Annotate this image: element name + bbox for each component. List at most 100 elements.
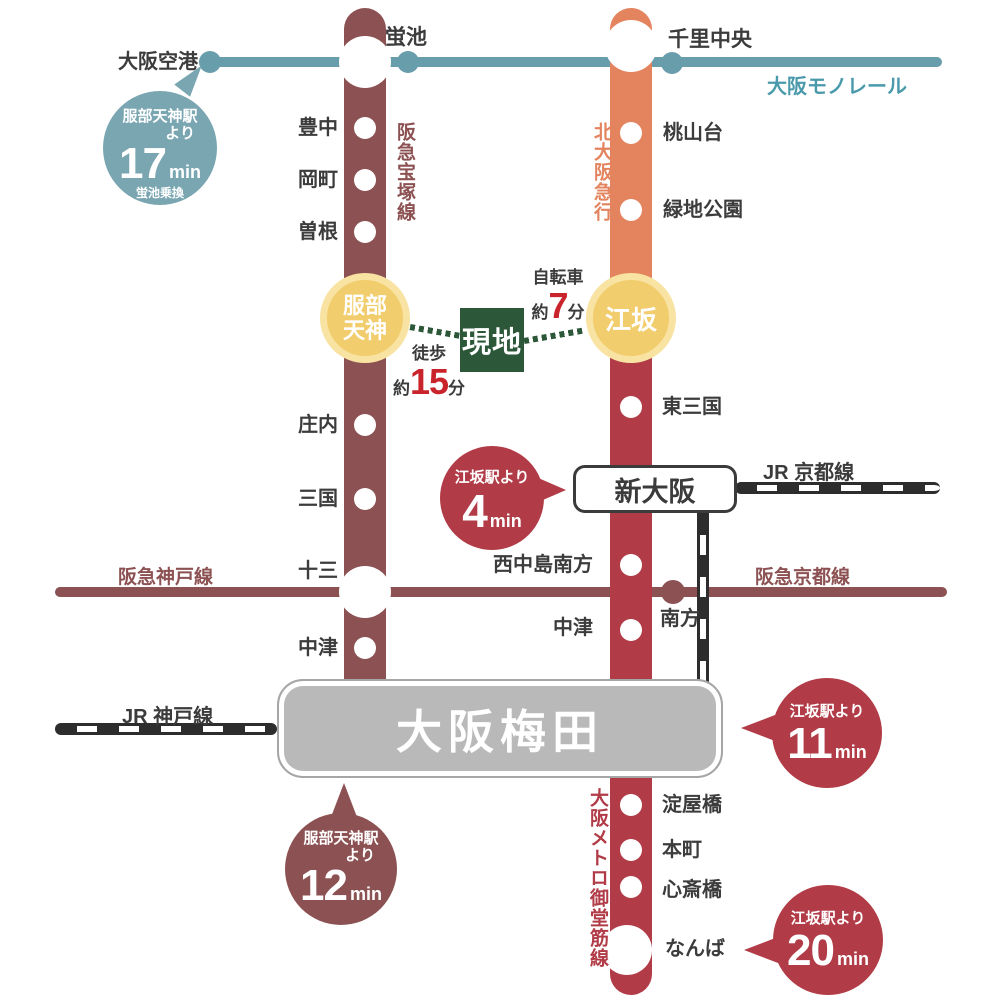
label-toyonaka: 豊中: [298, 117, 338, 139]
label-momoyamadai: 桃山台: [663, 122, 723, 144]
label-ryokuchikoen: 緑地公園: [663, 199, 743, 221]
bubble-17min-unit: min: [168, 162, 201, 182]
label-nishinakajima: 西中島南方: [493, 554, 593, 576]
label-shinsaibashi: 心斎橋: [662, 879, 722, 901]
station-dot-yodoyabashi: [620, 794, 642, 816]
bubble-12min-unit: min: [349, 884, 382, 904]
label-monorail-line: 大阪モノレール: [767, 76, 907, 98]
station-dot-hotarugaike-monorail: [397, 51, 419, 73]
hattori-line2: 天神: [342, 318, 387, 343]
walk-unit: 分: [448, 379, 466, 398]
site-label: 現地: [461, 327, 522, 359]
bubble-11min-value: 11: [787, 719, 833, 768]
monorail-line: [210, 57, 942, 67]
bubble-12min-pointer: [331, 783, 357, 817]
station-dot-shinsaibashi: [620, 876, 642, 898]
label-kitakyu-line: 北大阪急行: [591, 122, 612, 222]
bike-prefix: 約: [531, 303, 549, 322]
walk-prefix: 約: [392, 379, 410, 398]
label-nakatsu-hankyu: 中津: [298, 637, 338, 659]
bike-time-note: 自転車 約7分: [498, 268, 618, 324]
bubble-11min-unit: min: [834, 742, 867, 762]
label-sone: 曽根: [298, 221, 338, 243]
station-dot-mikuni: [354, 488, 376, 510]
bike-minutes: 7: [548, 285, 568, 326]
bike-unit: 分: [567, 303, 585, 322]
bubble-17min-value: 17: [119, 139, 167, 188]
station-dot-osaka-airport: [199, 51, 221, 73]
station-circle-senrichuo: [605, 20, 657, 72]
jr-connector-line: [697, 513, 709, 685]
station-highlight-esaka: 江坂: [586, 273, 676, 363]
label-jr-kyoto-line: JR 京都線: [763, 462, 855, 484]
label-shonai: 庄内: [298, 414, 338, 436]
station-dot-shonai: [354, 414, 376, 436]
station-dot-sone: [354, 221, 376, 243]
station-dot-hommachi: [620, 839, 642, 861]
station-dot-momoyamadai: [620, 122, 642, 144]
label-hankyu-kobe-line: 阪急神戸線: [118, 567, 214, 588]
label-jr-kobe-line: JR 神戸線: [122, 706, 214, 728]
label-nakatsu-midosuji: 中津: [553, 617, 593, 639]
label-mikuni: 三国: [298, 488, 338, 510]
station-dot-okamachi: [354, 169, 376, 191]
label-hankyu-kyoto-line: 阪急京都線: [755, 567, 851, 588]
esaka-label: 江坂: [604, 304, 657, 335]
walk-minutes: 15: [409, 361, 449, 402]
bubble-12min-from2: より: [345, 847, 375, 864]
hankyu-kobe-kyoto-line: [55, 587, 947, 597]
shin-osaka-label: 新大阪: [614, 476, 696, 507]
bubble-11min-from: 江坂駅より: [789, 703, 865, 720]
station-circle-namba: [602, 925, 652, 975]
bubble-12min-value: 12: [300, 861, 348, 910]
station-dot-higashimikuni: [620, 396, 642, 418]
bubble-4min-unit: min: [489, 511, 522, 531]
label-okamachi: 岡町: [298, 169, 338, 191]
umeda-label: 大阪梅田: [396, 705, 604, 758]
shin-osaka-box: 新大阪: [573, 465, 737, 513]
bubble-17min-from: 服部天神駅: [122, 108, 198, 125]
station-dot-ryokuchikoen: [620, 199, 642, 221]
bubble-20min-unit: min: [836, 949, 869, 969]
label-osaka-airport: 大阪空港: [118, 51, 198, 73]
label-midosuji-line: 大阪メトロ御堂筋線: [587, 788, 608, 968]
label-namba: なんば: [665, 938, 725, 960]
label-minamikata: 南方: [660, 608, 700, 630]
station-dot-nishinakajima: [620, 554, 642, 576]
bubble-12min-from: 服部天神駅: [303, 830, 379, 847]
bubble-11min-pointer: [741, 715, 775, 741]
bubble-17min-note: 蛍池乗換: [135, 186, 184, 200]
station-dot-nakatsu-hankyu: [354, 637, 376, 659]
umeda-box: 大阪梅田: [277, 679, 723, 778]
walk-dotted-path: [409, 324, 462, 339]
station-highlight-hattori-tenjin: 服部 天神: [320, 273, 410, 363]
jr-kobe-line: [55, 723, 277, 735]
bubble-20min-from: 江坂駅より: [790, 910, 866, 927]
label-takarazuka-line: 阪急宝塚線: [394, 122, 415, 222]
bubble-4min-value: 4: [462, 485, 488, 537]
label-yodoyabashi: 淀屋橋: [662, 794, 722, 816]
station-dot-minamikata: [661, 580, 685, 604]
walk-mode: 徒歩: [412, 344, 446, 363]
walk-time-note: 徒歩 約15分: [369, 344, 489, 400]
hattori-line1: 服部: [342, 293, 387, 318]
label-higashimikuni: 東三国: [662, 396, 722, 418]
station-dot-senrichuo-monorail: [661, 52, 683, 74]
station-dot-nakatsu-midosuji: [620, 619, 642, 641]
label-juso: 十三: [298, 560, 338, 582]
bike-dotted-path: [523, 327, 586, 344]
bike-mode: 自転車: [532, 268, 584, 287]
station-circle-juso: [339, 566, 391, 618]
bubble-20min-pointer: [744, 937, 778, 963]
label-hotarugaike: 蛍池: [385, 26, 427, 49]
bubble-4min-from: 江坂駅より: [454, 469, 530, 486]
label-hommachi: 本町: [662, 839, 702, 861]
label-senrichuo: 千里中央: [668, 28, 752, 51]
bubble-17min-from2: より: [165, 125, 195, 142]
